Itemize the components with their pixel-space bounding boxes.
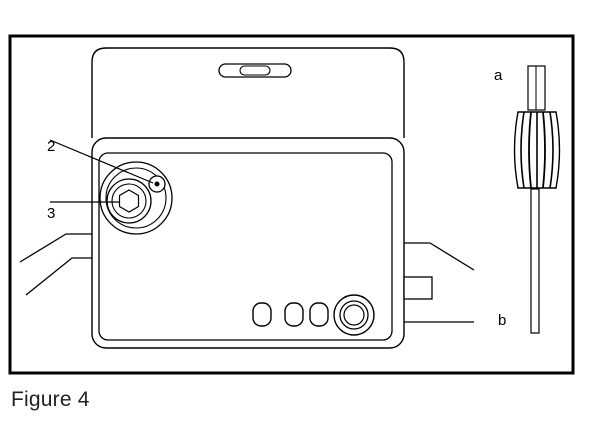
callout-3-label: 3 (47, 205, 55, 222)
callout-2-label: 2 (47, 138, 55, 155)
tool-end-b-label: b (498, 312, 506, 329)
tool-end-a-label: a (494, 67, 503, 84)
left-pipe (19, 233, 92, 296)
button-3 (309, 302, 329, 327)
hex-key-handle-ridge-5 (549, 111, 554, 189)
button-2 (284, 302, 304, 327)
figure-caption: Figure 4 (11, 388, 90, 411)
hanging-slot-inner (239, 65, 271, 76)
right-pipe (404, 242, 475, 323)
figure-border (8, 34, 575, 375)
main-button-mid (339, 300, 369, 330)
main-button-inner (343, 304, 365, 326)
adjustment-screw-ring-inner (111, 183, 147, 219)
screw-housing-inner (105, 167, 167, 229)
right-connector (403, 276, 433, 300)
hex-key-tool (513, 65, 561, 334)
hex-key-handle-ridge-4 (542, 111, 546, 189)
hex-socket (118, 189, 140, 213)
hex-key-handle-ridge-2 (528, 111, 532, 189)
hex-key-bottom-shaft (530, 188, 540, 334)
device-housing-top (91, 47, 405, 138)
hex-key-handle-ridge-1 (520, 111, 525, 189)
callout-2-leader (49, 139, 154, 184)
button-1 (252, 302, 272, 327)
small-indicator-screw-center (154, 181, 160, 187)
hanging-slot (218, 63, 292, 78)
device-front-panel (98, 152, 393, 341)
